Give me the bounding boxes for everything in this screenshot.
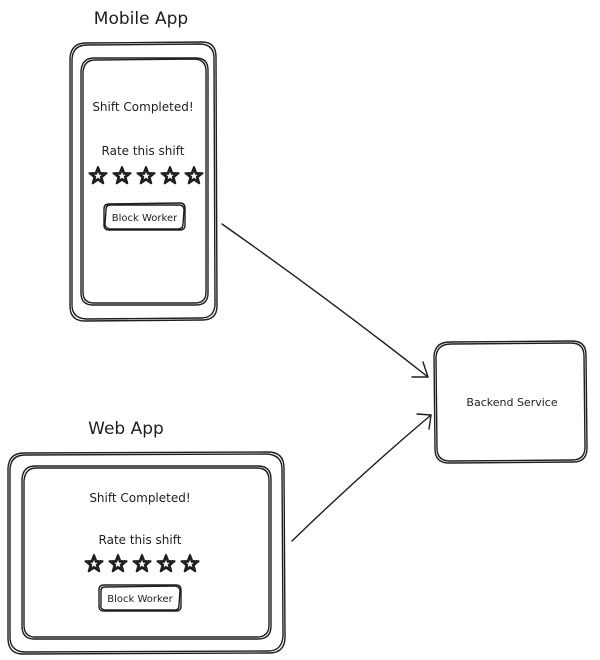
mobile-device-frame <box>69 41 218 322</box>
web-shift-completed-text: Shift Completed! <box>89 491 190 505</box>
star-icon[interactable] <box>180 554 200 573</box>
web-rate-prompt: Rate this shift <box>99 533 182 547</box>
star-icon[interactable] <box>84 554 104 573</box>
mobile-app-title: Mobile App <box>94 9 188 29</box>
mobile-rate-prompt: Rate this shift <box>102 144 185 158</box>
mobile-rating-stars[interactable] <box>88 166 204 185</box>
web-device-frame <box>7 451 286 655</box>
backend-service-label: Backend Service <box>466 396 557 409</box>
backend-service: Backend Service <box>433 340 588 464</box>
mobile-shift-completed-text: Shift Completed! <box>92 100 193 114</box>
arrow-web-to-backend <box>291 413 432 542</box>
star-icon[interactable] <box>136 166 156 185</box>
mobile-block-worker-button[interactable]: Block Worker <box>103 202 186 231</box>
star-icon[interactable] <box>132 554 152 573</box>
star-icon[interactable] <box>108 554 128 573</box>
web-block-worker-button[interactable]: Block Worker <box>98 584 182 612</box>
web-rating-stars[interactable] <box>84 554 200 573</box>
star-icon[interactable] <box>156 554 176 573</box>
mobile-app: Mobile App Shift Completed! Rate this sh… <box>69 9 218 322</box>
web-block-worker-label: Block Worker <box>107 594 173 605</box>
web-app: Web App Shift Completed! Rate this shift… <box>7 419 286 655</box>
star-icon[interactable] <box>88 166 108 185</box>
star-icon[interactable] <box>160 166 180 185</box>
arrow-mobile-to-backend <box>221 223 429 378</box>
star-icon[interactable] <box>112 166 132 185</box>
star-icon[interactable] <box>184 166 204 185</box>
web-app-title: Web App <box>88 419 164 439</box>
mobile-block-worker-label: Block Worker <box>112 213 178 224</box>
